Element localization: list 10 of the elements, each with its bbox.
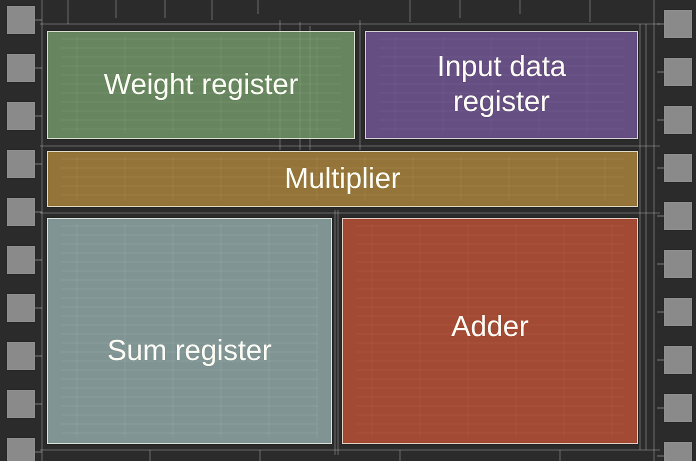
block-region	[47, 151, 638, 207]
block-region	[342, 218, 638, 444]
block-region	[365, 31, 638, 139]
block-region	[47, 31, 355, 139]
block-label: Multiplier	[284, 162, 401, 196]
block-label: Sum register	[107, 334, 272, 368]
block-label: Weight register	[104, 68, 298, 102]
block-label: Input data register	[436, 50, 567, 120]
block-region	[47, 218, 332, 444]
block-label: Adder	[451, 310, 529, 344]
